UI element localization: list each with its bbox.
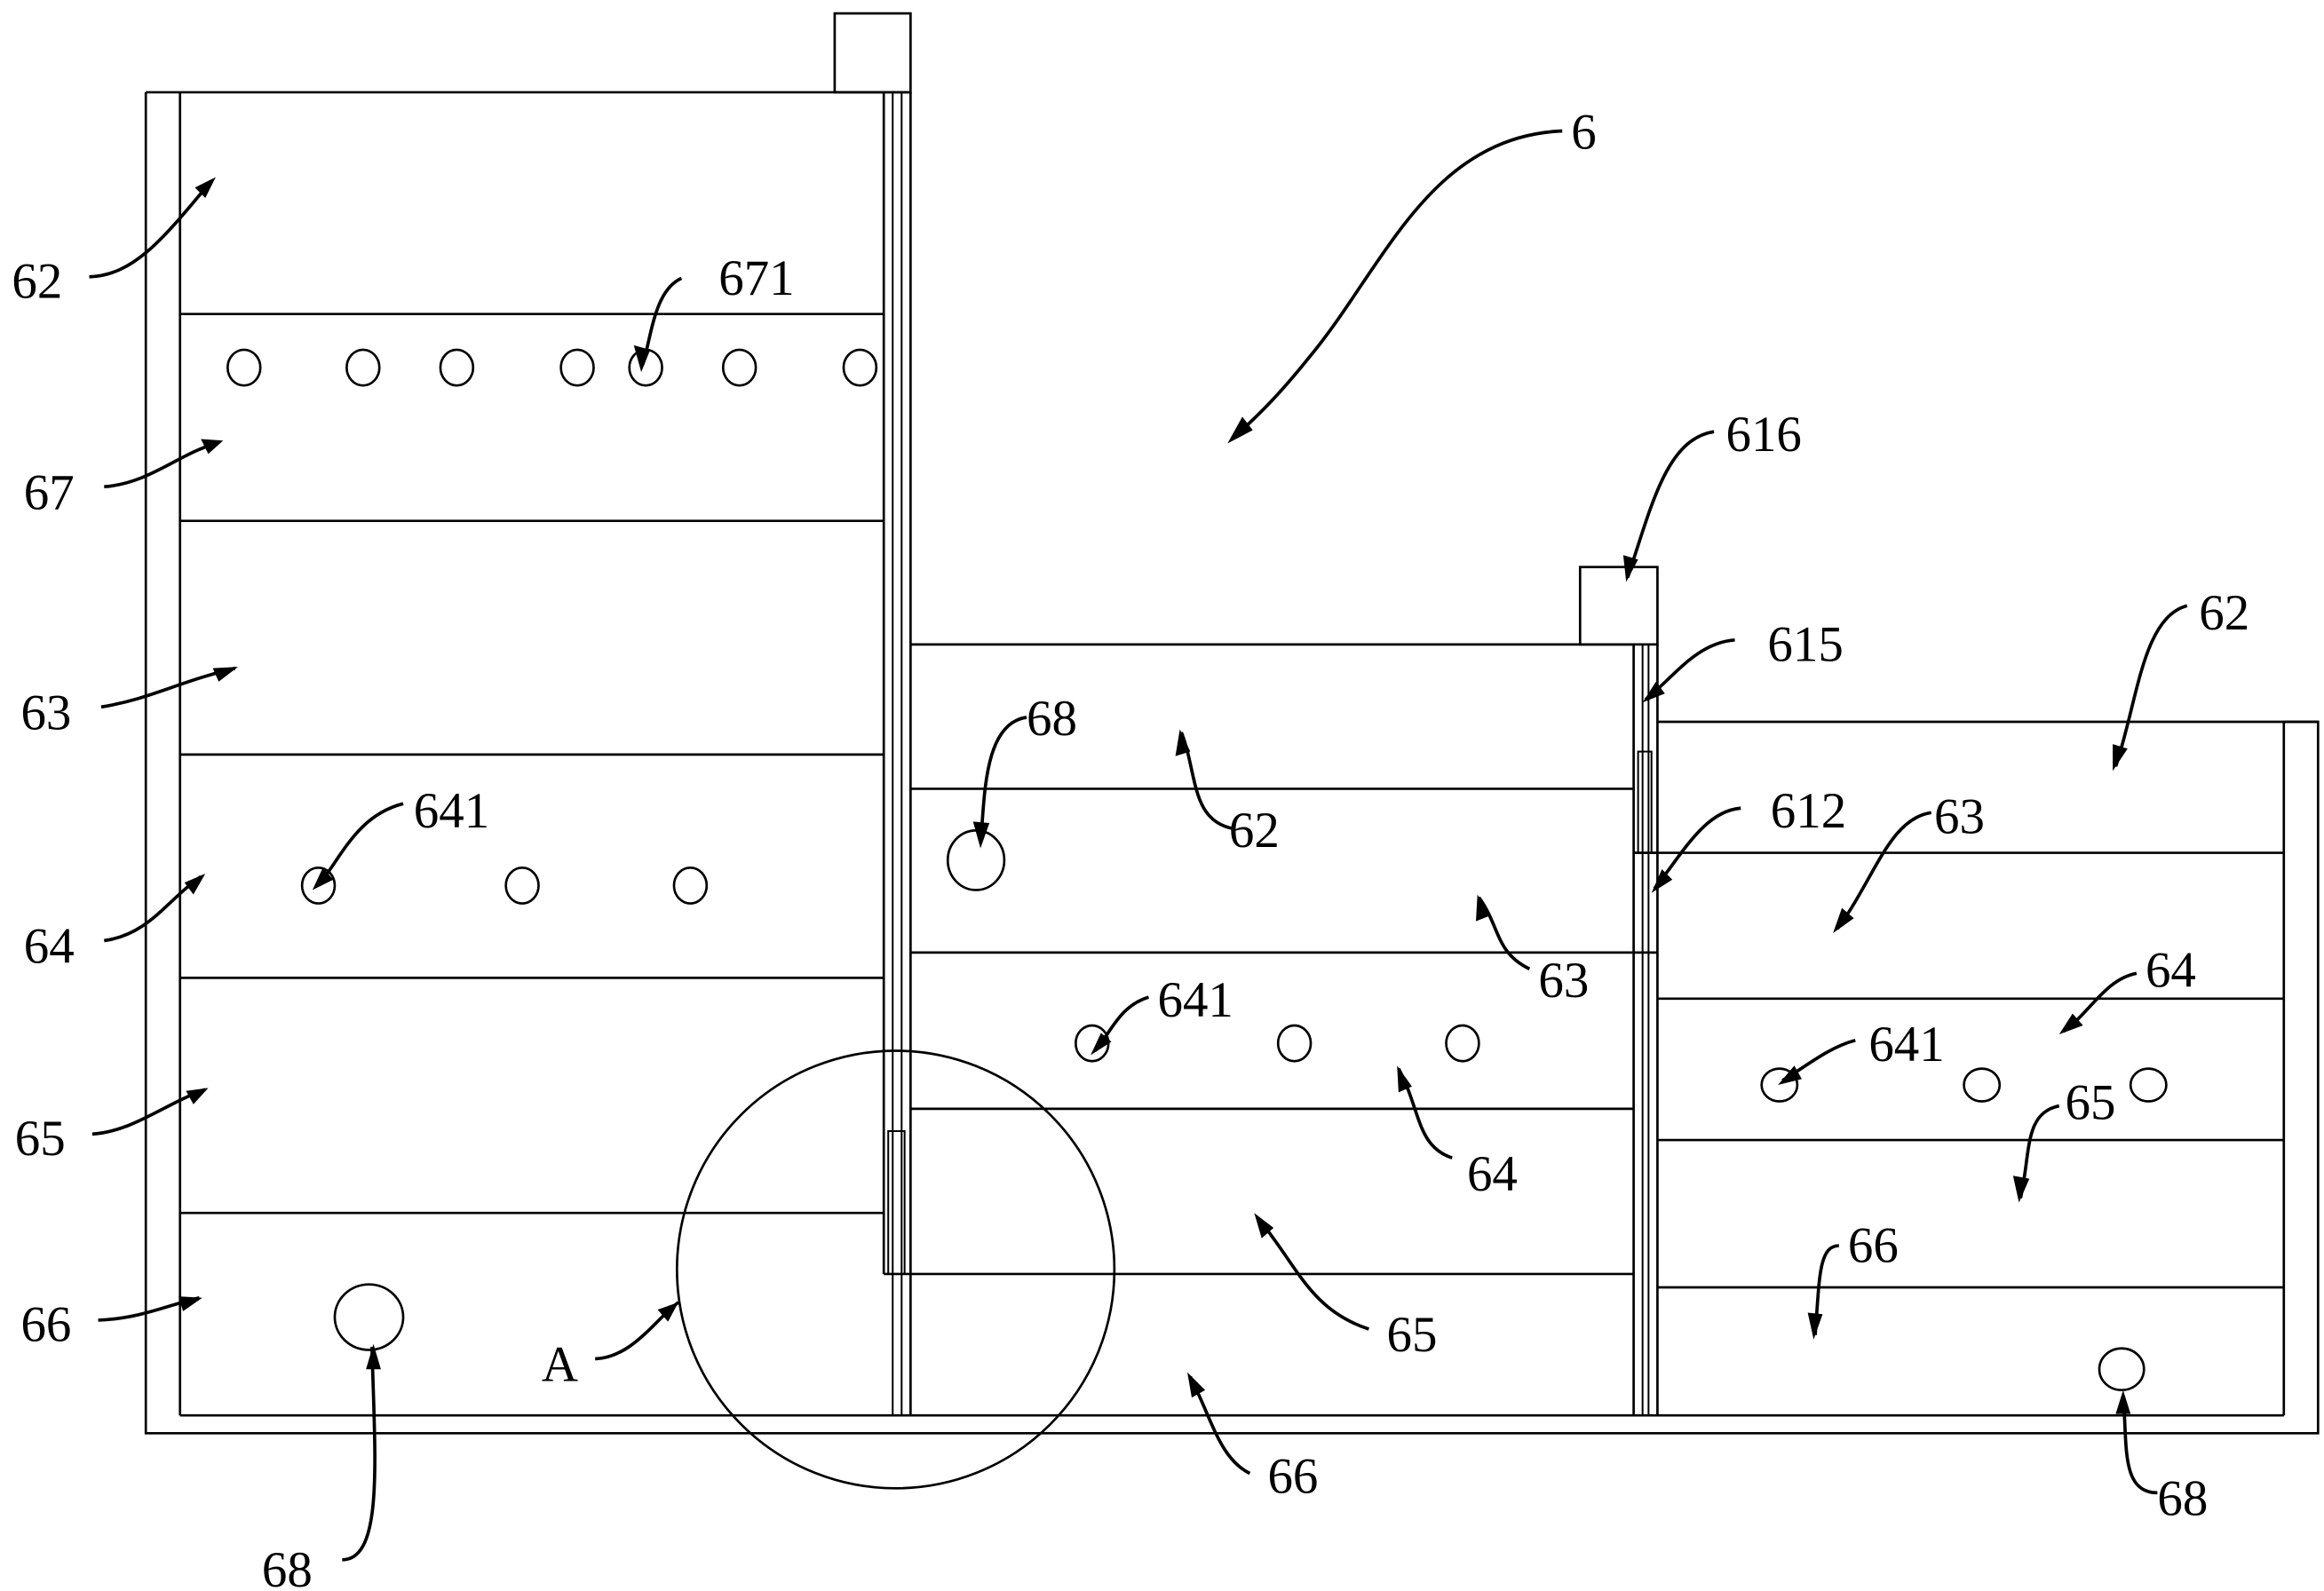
leader-lines bbox=[89, 129, 2188, 1562]
label-mid-64: 64 bbox=[1467, 1146, 1518, 1202]
label-mid-641: 641 bbox=[1157, 972, 1233, 1028]
holes-641 bbox=[1760, 1067, 2168, 1103]
label-right-65: 65 bbox=[2065, 1075, 2115, 1131]
label-right-62: 62 bbox=[2199, 585, 2249, 641]
holes-641 bbox=[1074, 1024, 1480, 1063]
label-mid-66: 66 bbox=[1267, 1448, 1318, 1504]
cap-616 bbox=[1578, 566, 1659, 646]
label-right-641: 641 bbox=[1868, 1017, 1944, 1073]
right-tank bbox=[1633, 720, 2319, 1416]
labels: 6 62 671 67 63 641 64 65 66 A 68 68 62 6… bbox=[12, 105, 2249, 1591]
label-left-64: 64 bbox=[24, 919, 75, 975]
label-mid-63: 63 bbox=[1538, 953, 1589, 1009]
outlet-68 bbox=[333, 1283, 405, 1351]
label-left-65: 65 bbox=[15, 1111, 66, 1167]
label-mid-62: 62 bbox=[1229, 803, 1280, 859]
label-left-63: 63 bbox=[20, 685, 71, 740]
gate-612 bbox=[1637, 750, 1653, 854]
label-right-64: 64 bbox=[2146, 942, 2196, 998]
label-left-62: 62 bbox=[12, 253, 62, 309]
label-615: 615 bbox=[1767, 616, 1843, 672]
spray-holes bbox=[226, 348, 878, 387]
label-mid-65: 65 bbox=[1386, 1307, 1437, 1363]
label-right-63: 63 bbox=[1934, 789, 1985, 845]
label-assembly: 6 bbox=[1571, 105, 1596, 161]
label-left-66: 66 bbox=[20, 1296, 71, 1352]
left-tank bbox=[178, 12, 912, 1416]
label-detail-a: A bbox=[542, 1337, 578, 1393]
holes-641 bbox=[300, 866, 709, 905]
label-616: 616 bbox=[1725, 407, 1801, 463]
label-left-68: 68 bbox=[262, 1542, 313, 1591]
label-right-66: 66 bbox=[1848, 1218, 1899, 1274]
label-612: 612 bbox=[1771, 783, 1846, 839]
left-tank-cap bbox=[833, 12, 912, 94]
label-right-68: 68 bbox=[2157, 1470, 2208, 1526]
outlet-68 bbox=[946, 829, 1006, 891]
label-67: 67 bbox=[24, 464, 75, 520]
label-671: 671 bbox=[718, 250, 794, 306]
middle-tank bbox=[910, 566, 1659, 1416]
base-frame bbox=[144, 91, 2320, 1435]
outlet-68 bbox=[2098, 1347, 2146, 1392]
label-mid-68: 68 bbox=[1027, 691, 1077, 747]
detail-circle-a bbox=[675, 1049, 1116, 1490]
label-left-641: 641 bbox=[414, 783, 489, 839]
